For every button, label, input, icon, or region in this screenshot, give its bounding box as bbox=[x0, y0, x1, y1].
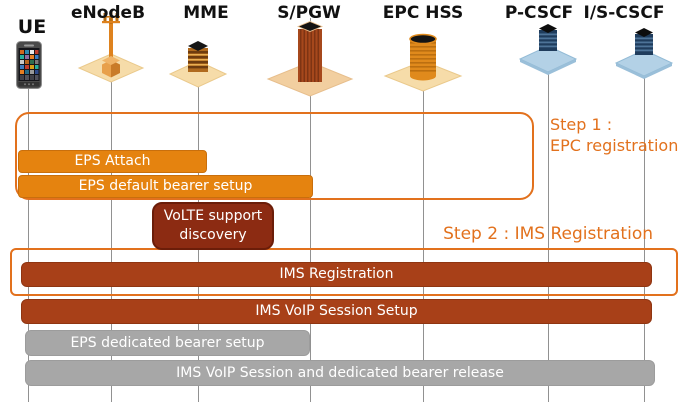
actor-label-ue: UE bbox=[17, 16, 47, 38]
volte-box-line1: VoLTE support bbox=[163, 208, 263, 224]
bar-ims-registration: IMS Registration bbox=[21, 262, 652, 287]
smartphone-icon bbox=[16, 41, 42, 93]
database-coil-icon bbox=[381, 30, 465, 98]
lifeline-enodeb bbox=[111, 80, 112, 402]
server-stack-icon bbox=[166, 36, 230, 94]
actor-label-mme: MME bbox=[183, 3, 229, 23]
office-building-icon bbox=[265, 20, 355, 102]
antenna-tower-icon bbox=[76, 11, 146, 88]
step2-ims-registration-box bbox=[10, 248, 678, 296]
actor-label-pcscf: P-CSCF bbox=[504, 3, 574, 23]
volte-box-line2: discovery bbox=[179, 227, 247, 243]
bar-eps-dedicated-bearer-setup: EPS dedicated bearer setup bbox=[25, 330, 310, 356]
lifeline-spgw bbox=[310, 18, 311, 402]
lifeline-iscscf bbox=[644, 64, 645, 402]
server-node-icon bbox=[612, 26, 676, 84]
step1-epc-registration-box bbox=[15, 112, 534, 200]
actor-label-epc-hss: EPC HSS bbox=[382, 3, 464, 23]
server-node-icon bbox=[516, 22, 580, 80]
lifeline-epc-hss bbox=[423, 88, 424, 402]
step1-label-line2: EPC registration bbox=[550, 136, 679, 155]
step1-label-line1: Step 1 : bbox=[550, 115, 613, 134]
bar-eps-attach: EPS Attach bbox=[18, 150, 207, 173]
bar-eps-default-bearer-setup: EPS default bearer setup bbox=[18, 175, 313, 198]
step1-label: Step 1 : EPC registration bbox=[550, 114, 690, 156]
volte-support-discovery-box: VoLTE support discovery bbox=[152, 202, 274, 250]
actor-label-iscscf: I/S-CSCF bbox=[583, 3, 665, 23]
lifeline-pcscf bbox=[548, 60, 549, 402]
bar-ims-voip-session-setup: IMS VoIP Session Setup bbox=[21, 299, 652, 324]
lifeline-ue bbox=[28, 88, 29, 402]
bar-ims-voip-release: IMS VoIP Session and dedicated bearer re… bbox=[25, 360, 655, 386]
step2-label: Step 2 : IMS Registration bbox=[443, 224, 653, 244]
actor-label-enodeb: eNodeB bbox=[70, 3, 146, 23]
actor-label-spgw: S/PGW bbox=[277, 3, 341, 23]
